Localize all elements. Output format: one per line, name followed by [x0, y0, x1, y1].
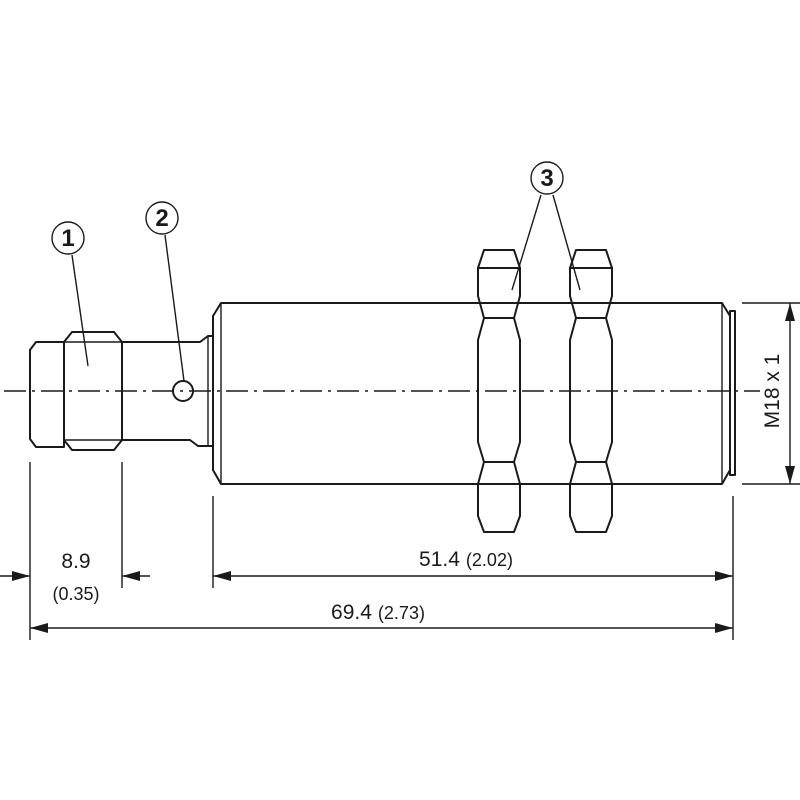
connector-plug	[29, 331, 123, 451]
sensor-body	[212, 302, 736, 485]
sensor-neck	[121, 335, 214, 447]
callout-3-number: 3	[540, 165, 553, 192]
callout-3: 3	[511, 161, 581, 291]
dimension-body-mm: 51.4	[419, 548, 460, 571]
dimension-body-length: 51.4 (2.02)	[213, 548, 733, 581]
indicator-led	[172, 380, 194, 402]
dimension-total-label: 69.4 (2.73)	[331, 601, 425, 624]
dimension-body-inch: (2.02)	[466, 550, 513, 570]
callout-2-number: 2	[155, 205, 168, 232]
dimension-total-inch: (2.73)	[378, 603, 425, 623]
mounting-nut-left	[477, 249, 521, 533]
callout-2: 2	[145, 201, 185, 382]
mounting-nut-right	[569, 249, 613, 533]
extension-lines	[29, 302, 800, 640]
dimension-total-mm: 69.4	[331, 601, 372, 624]
dimension-connector-mm: 8.9	[61, 550, 90, 573]
callout-1-number: 1	[61, 225, 74, 252]
dimension-connector-length: 8.9 (0.35)	[0, 550, 150, 604]
dimension-connector-inch: (0.35)	[52, 584, 99, 604]
dimension-body-label: 51.4 (2.02)	[419, 548, 513, 571]
dimension-thread-label: M18 x 1	[761, 354, 784, 429]
callout-1: 1	[51, 221, 89, 367]
dimension-thread: M18 x 1	[761, 303, 795, 484]
dimension-total-length: 69.4 (2.73)	[30, 601, 733, 633]
